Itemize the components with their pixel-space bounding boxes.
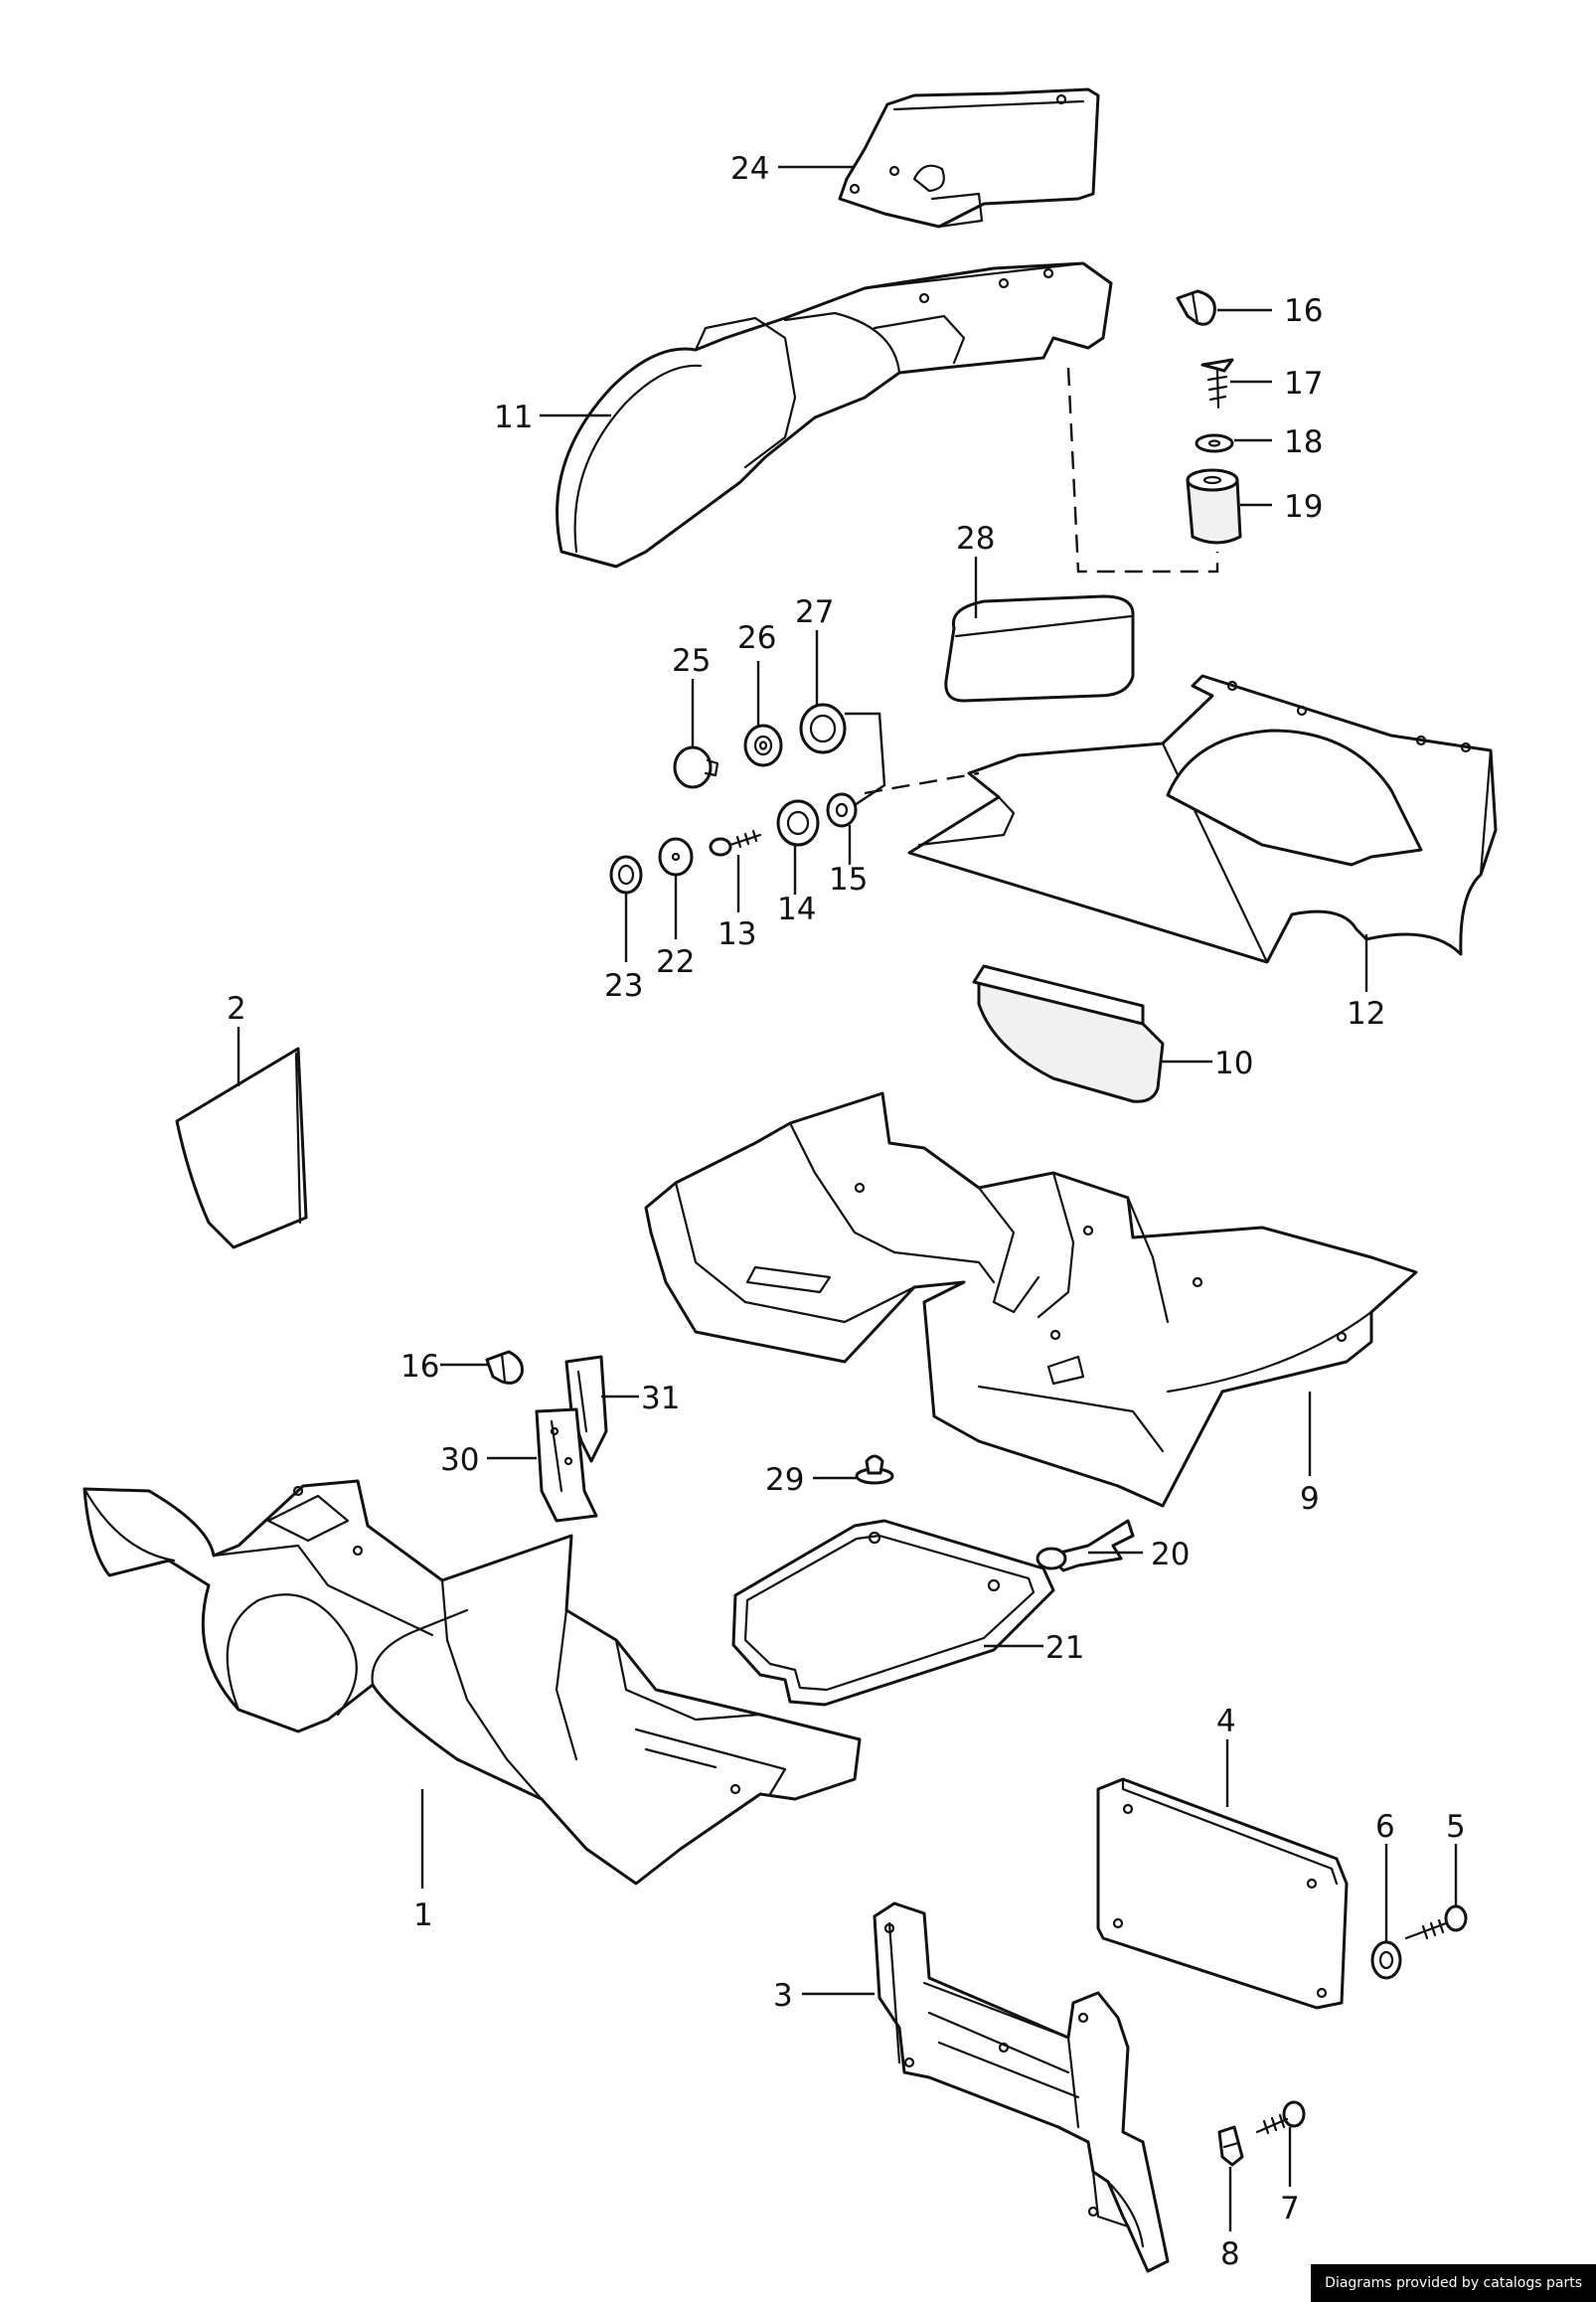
dashed-guide-11-19 — [1066, 367, 1219, 574]
part-19-foam-block[interactable] — [1186, 468, 1242, 545]
part-26-grommet[interactable] — [743, 724, 783, 767]
callout-18: 18 — [1284, 424, 1323, 460]
callout-30: 30 — [440, 1442, 479, 1478]
part-2-side-panel[interactable] — [175, 1047, 308, 1249]
callout-28: 28 — [956, 521, 995, 557]
callout-26: 26 — [737, 620, 776, 656]
callout-3: 3 — [773, 1978, 793, 2014]
callout-7: 7 — [1280, 2191, 1300, 2226]
leader-lines — [237, 165, 1458, 2231]
part-14-grommet[interactable] — [776, 799, 820, 847]
part-24-upper-trim-panel[interactable] — [838, 87, 1100, 229]
part-28-pad[interactable] — [944, 594, 1135, 703]
callout-21: 20 — [1151, 1537, 1190, 1572]
callout-6: 6 — [1375, 1809, 1395, 1845]
part-16-clip-lower[interactable] — [485, 1350, 524, 1385]
part-6-nut[interactable] — [1370, 1940, 1402, 1980]
callout-14: 14 — [777, 892, 816, 927]
callout-17: 17 — [1284, 366, 1323, 402]
part-12-rear-carpet[interactable] — [907, 674, 1498, 964]
callout-22: 22 — [656, 944, 695, 980]
part-16-clip-top[interactable] — [1176, 289, 1216, 326]
part-10-foam-insert[interactable] — [972, 964, 1165, 1103]
callout-16-top: 16 — [1284, 293, 1323, 329]
callout-labels: 24 11 16 17 18 19 28 25 26 27 13 14 15 2… — [227, 151, 1466, 2272]
callout-31: 31 — [641, 1381, 680, 1416]
callout-25: 25 — [672, 643, 711, 679]
callout-4: 4 — [1216, 1704, 1236, 1739]
part-9-front-carpet[interactable] — [644, 1091, 1418, 1508]
part-4-board[interactable] — [1096, 1777, 1349, 2010]
part-3-bracket-frame[interactable] — [873, 1901, 1170, 2273]
callout-13: 13 — [718, 916, 756, 952]
callout-15: 15 — [829, 862, 868, 898]
callout-12: 12 — [1347, 996, 1385, 1032]
callout-11: 11 — [494, 400, 533, 435]
callout-19: 19 — [1284, 489, 1323, 525]
callout-8: 8 — [1220, 2236, 1240, 2272]
part-5-screw[interactable] — [1404, 1904, 1468, 1940]
callout-5: 5 — [1446, 1809, 1466, 1845]
part-21-bracket[interactable] — [1036, 1519, 1135, 1572]
callout-23: 23 — [604, 968, 643, 1004]
callout-20: 21 — [1045, 1630, 1084, 1666]
callout-9: 9 — [1300, 1481, 1320, 1517]
dashed-guide-15-12 — [864, 771, 980, 795]
callout-1: 1 — [413, 1897, 433, 1933]
callout-10: 10 — [1214, 1046, 1253, 1081]
part-20-floor-mat[interactable] — [731, 1519, 1055, 1707]
part-18-washer[interactable] — [1195, 433, 1234, 453]
part-15-washer[interactable] — [826, 792, 858, 828]
callout-29: 29 — [765, 1462, 804, 1498]
part-7-bolt[interactable] — [1255, 2100, 1306, 2135]
part-27-grommet[interactable] — [799, 703, 847, 754]
part-23-ring[interactable] — [609, 855, 643, 895]
part-30-pillar-trim[interactable] — [535, 1407, 598, 1523]
callout-2: 2 — [227, 991, 246, 1027]
part-17-screw[interactable] — [1200, 358, 1234, 410]
callout-24: 24 — [730, 151, 769, 187]
part-25-cap[interactable] — [673, 745, 719, 789]
callout-16-lower: 16 — [400, 1349, 439, 1385]
part-22-washer[interactable] — [658, 837, 694, 877]
part-1-main-carpet[interactable] — [82, 1479, 862, 1886]
callout-27: 27 — [795, 594, 834, 630]
part-8-clip-nut[interactable] — [1217, 2125, 1244, 2167]
part-11-wheelhouse-trim[interactable] — [556, 261, 1113, 569]
credit-banner: Diagrams provided by catalogs parts — [1311, 2264, 1596, 2302]
part-13-screw[interactable] — [709, 829, 762, 857]
part-29-clip[interactable] — [855, 1454, 894, 1485]
bracket-27-15 — [845, 712, 886, 806]
